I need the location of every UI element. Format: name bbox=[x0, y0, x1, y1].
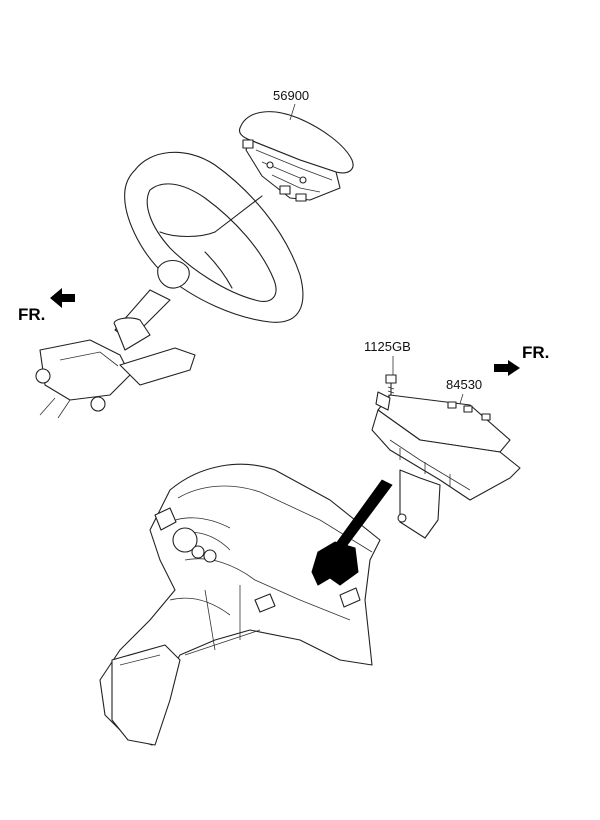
label-56900: 56900 bbox=[273, 88, 309, 103]
front-direction-right: FR. bbox=[494, 343, 549, 376]
fr-label-left: FR. bbox=[18, 305, 45, 324]
driver-airbag-module[interactable] bbox=[238, 111, 354, 202]
label-84530: 84530 bbox=[446, 377, 482, 392]
fr-label-right: FR. bbox=[522, 343, 549, 362]
dashboard-crash-pad[interactable] bbox=[99, 463, 393, 746]
front-direction-left: FR. bbox=[18, 288, 75, 324]
mounting-bolt[interactable] bbox=[385, 374, 397, 399]
steering-column[interactable] bbox=[35, 289, 196, 419]
label-1125GB: 1125GB bbox=[364, 339, 411, 354]
leader-56900 bbox=[289, 103, 296, 121]
passenger-airbag-module[interactable] bbox=[371, 391, 521, 539]
steering-wheel[interactable] bbox=[124, 151, 304, 323]
